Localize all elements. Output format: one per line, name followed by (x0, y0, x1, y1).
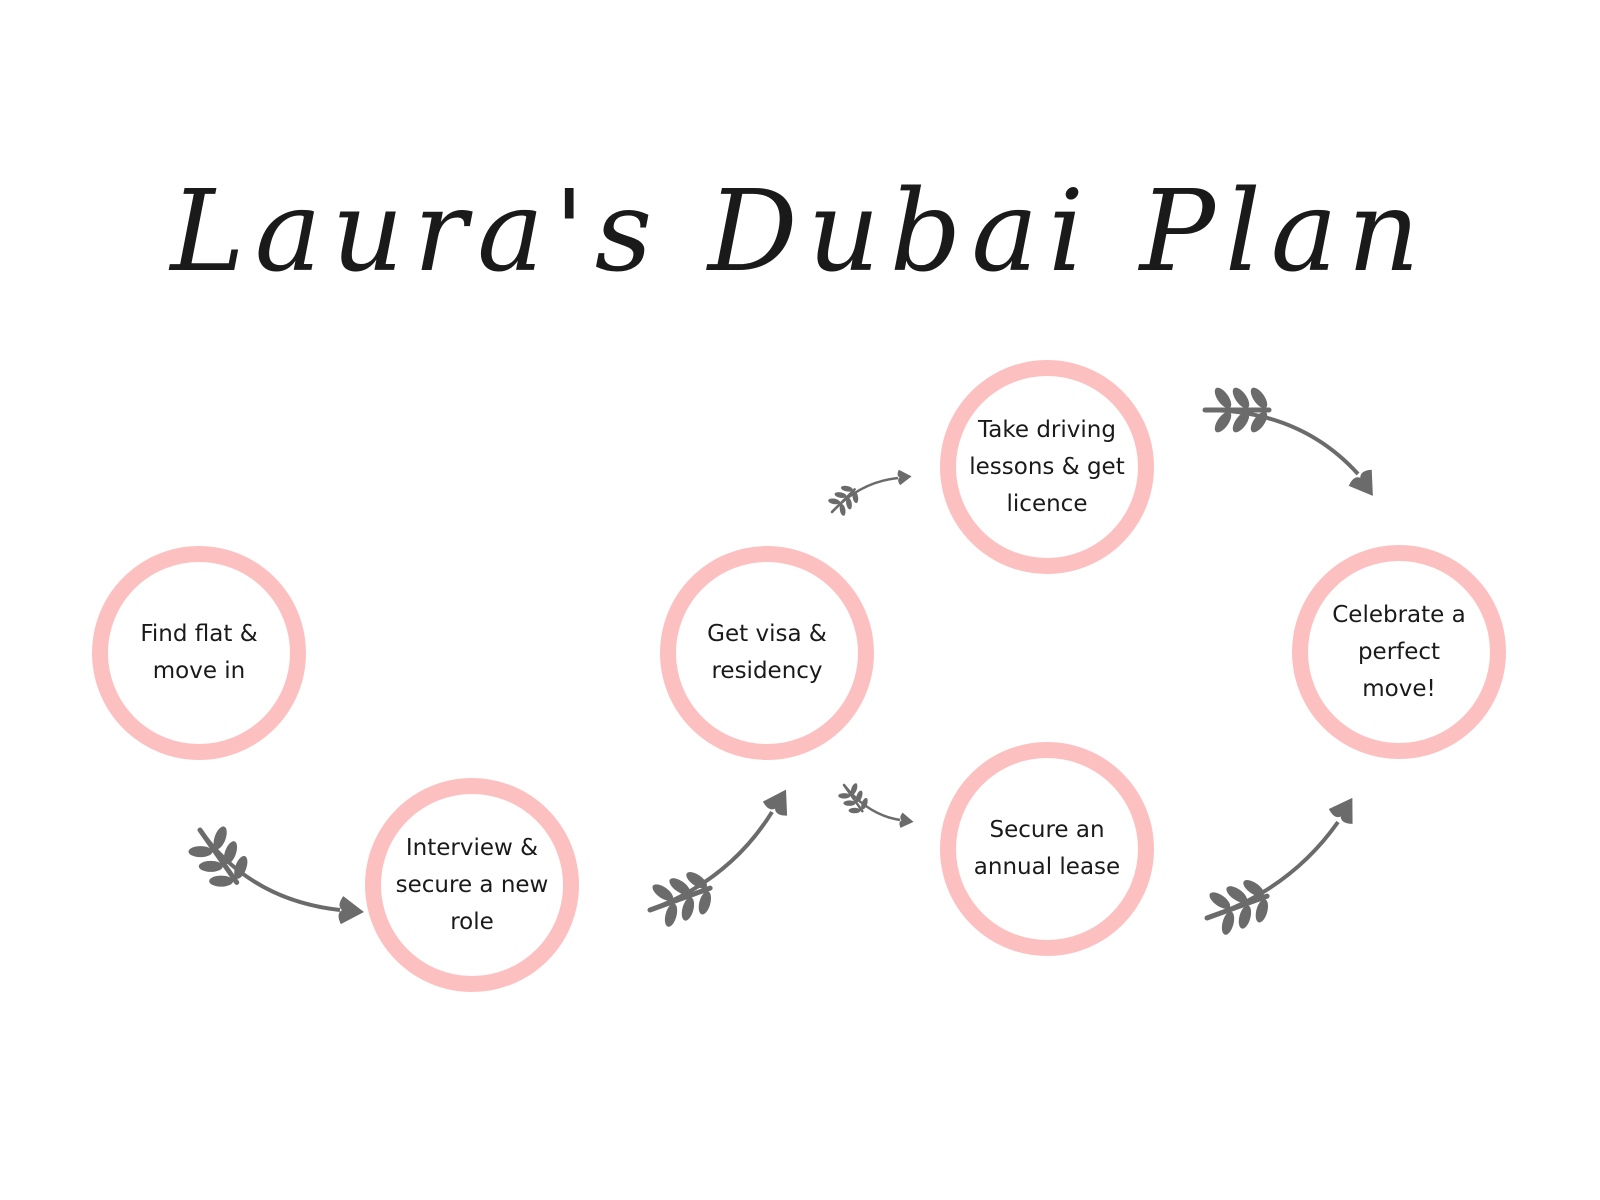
connector-3 (821, 468, 913, 523)
step-interview: Interview & secure a new role (365, 778, 579, 992)
step-celebrate: Celebrate a perfect move! (1292, 545, 1506, 759)
connector-1 (180, 816, 366, 926)
step-label-visa: Get visa & residency (707, 621, 827, 684)
step-label-interview: Interview & secure a new role (395, 834, 549, 935)
connector-6 (1198, 790, 1365, 941)
step-find-flat: Find flat & move in (92, 546, 306, 760)
diagram-title: Laura's Dubai Plan (170, 167, 1430, 297)
step-label-celebrate: Celebrate a perfect move! (1332, 601, 1466, 702)
step-driving: Take driving lessons & get licence (940, 360, 1154, 574)
step-label-driving: Take driving lessons & get licence (969, 416, 1125, 517)
step-visa: Get visa & residency (660, 546, 874, 760)
connector-2 (641, 782, 799, 934)
connector-5 (1205, 385, 1385, 504)
step-label-lease: Secure an annual lease (973, 817, 1121, 880)
step-label-find-flat: Find flat & move in (140, 621, 258, 684)
step-lease: Secure an annual lease (940, 742, 1154, 956)
connector-4 (832, 776, 915, 830)
